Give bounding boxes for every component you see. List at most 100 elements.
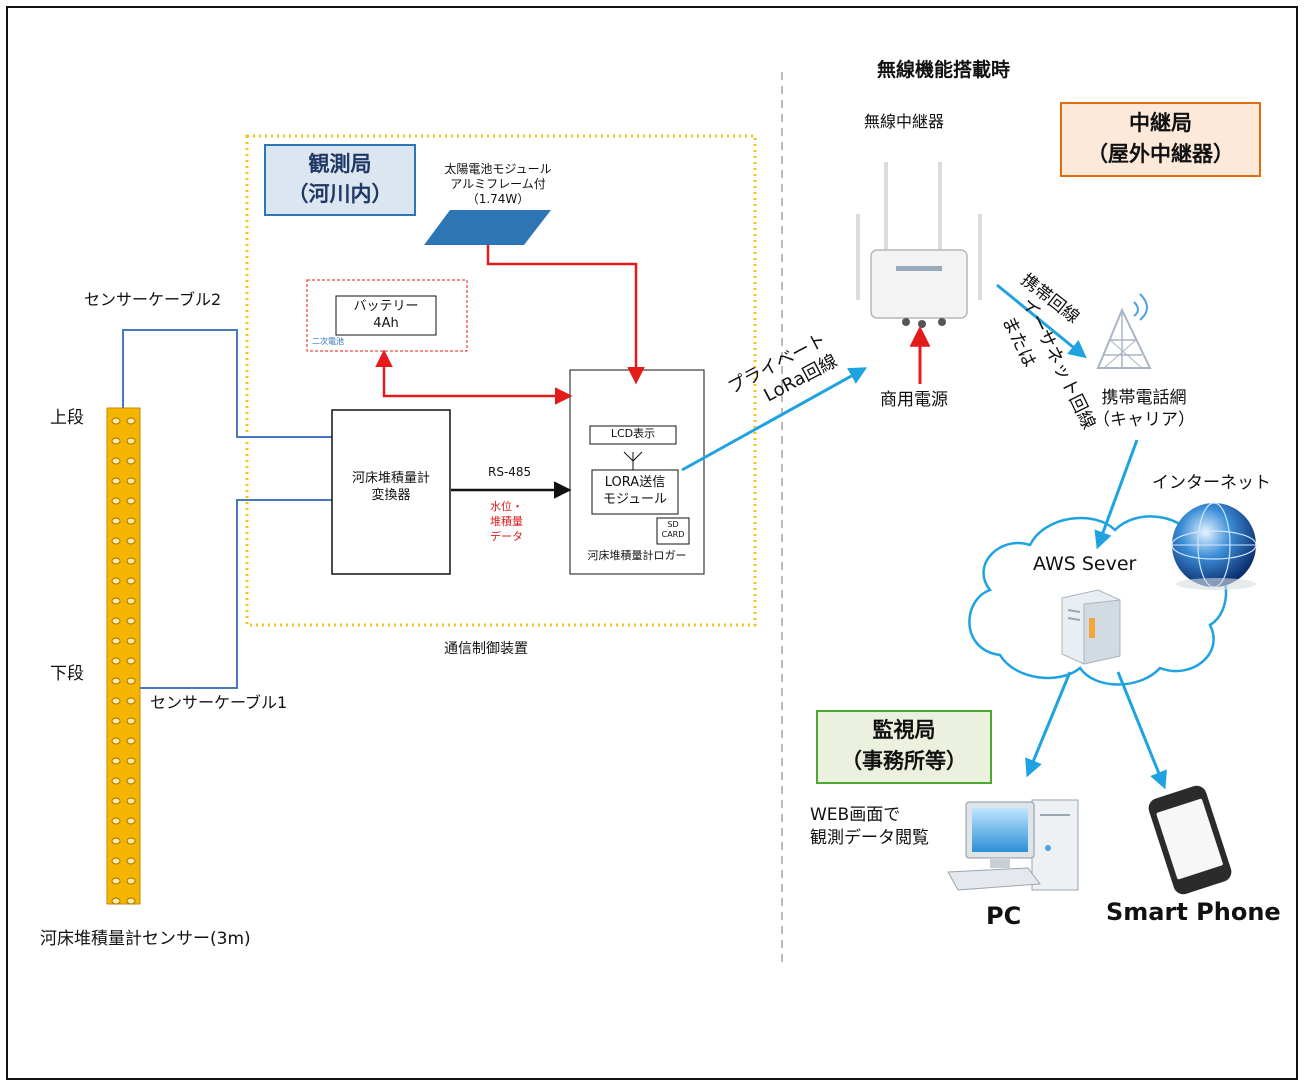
battery-line1: バッテリー [353, 299, 419, 314]
sensor-hole [126, 617, 136, 625]
battery-power-arrow [375, 349, 573, 405]
sensor-hole [111, 557, 121, 565]
sensor-cable-2-label: センサーケーブル2 [84, 290, 222, 309]
smartphone-label: Smart Phone [1106, 898, 1281, 926]
observation-station-label: 観測局 （河川内） [265, 149, 415, 209]
sensor-hole [111, 697, 121, 705]
sd-card-box [656, 517, 690, 545]
battery-line2: 4Ah [373, 316, 399, 331]
sensor-hole [126, 837, 136, 845]
sensor-hole [111, 597, 121, 605]
internet-label: インターネット [1152, 473, 1271, 493]
sensor-hole [126, 897, 136, 905]
battery-sub-label: 二次電池 [312, 337, 344, 346]
server-icon [1061, 589, 1121, 665]
solar-panel-icon [424, 210, 551, 245]
sensor-hole [111, 437, 121, 445]
comm-device-enclosure [245, 134, 757, 627]
relay-station-label: 中継局 （屋外中継器） [1061, 108, 1260, 170]
sensor-hole [111, 877, 121, 885]
sensor-hole [126, 457, 136, 465]
converter-line2: 変換器 [371, 488, 411, 503]
sensor-hole [126, 597, 136, 605]
outer-frame [6, 6, 1298, 1080]
lora-module-label: LORA送信 モジュール [592, 474, 678, 508]
sd-card-line1: SD [667, 520, 679, 529]
mobile-network-line2: （キャリア） [1093, 410, 1195, 430]
wireless-header: 無線機能搭載時 [877, 59, 1011, 81]
solar-module-line1: 太陽電池モジュール [444, 162, 552, 176]
logger-name-label: 河床堆積量計ロガー [587, 549, 687, 562]
pc-label: PC [986, 902, 1022, 930]
sensor-hole [111, 737, 121, 745]
sensor-hole [126, 497, 136, 505]
lower-label: 下段 [50, 664, 84, 684]
monitoring-station-line2: （事務所等） [841, 749, 967, 773]
cloud-to-pc-arrow [1025, 671, 1072, 778]
web-view-label: WEB画面で 観測データ閲覧 [810, 804, 929, 850]
wireless-relay-icon [856, 162, 982, 328]
wireless-relay-label: 無線中継器 [864, 112, 945, 131]
solar-module-label: 太陽電池モジュール アルミフレーム付 （1.74W） [430, 162, 566, 207]
sensor-hole [126, 777, 136, 785]
sensor-hole [126, 677, 136, 685]
data-note-label: 水位・ 堆積量 データ [490, 499, 523, 544]
sensor-hole [126, 877, 136, 885]
sensor-hole [126, 757, 136, 765]
sd-card-label: SD CARD [657, 520, 689, 540]
aws-label: AWS Sever [1033, 553, 1137, 575]
sensor-hole [126, 517, 136, 525]
commercial-power-label: 商用電源 [880, 390, 948, 410]
sensor-hole [111, 857, 121, 865]
solar-module-line2: アルミフレーム付 [450, 177, 546, 191]
monitoring-station-box [816, 710, 992, 784]
sensor-hole [126, 577, 136, 585]
cloud-to-phone-arrow [1116, 671, 1167, 790]
observation-station-line2: （河川内） [287, 182, 393, 206]
sensor-hole [111, 617, 121, 625]
sensor-hole [111, 657, 121, 665]
sensor-hole [111, 517, 121, 525]
lora-module-line1: LORA送信 [604, 475, 666, 490]
solar-power-arrow [486, 245, 645, 385]
monitoring-station-label: 監視局 （事務所等） [817, 715, 991, 777]
observation-station-line1: 観測局 [308, 152, 372, 176]
sensor-cable-1-label: センサーケーブル1 [150, 693, 288, 712]
relay-station-line1: 中継局 [1129, 111, 1192, 135]
sensor-cable-2-line [122, 329, 332, 438]
relay-station-line2: （屋外中継器） [1087, 142, 1234, 166]
sensor-hole [111, 837, 121, 845]
relay-station-box [1060, 102, 1261, 177]
mobile-network-label: 携帯電話網 （キャリア） [1084, 387, 1204, 431]
data-note-line2: 堆積量 [490, 515, 523, 528]
cell-tower-icon [1096, 293, 1152, 369]
sensor-hole [126, 637, 136, 645]
lora-module-box [591, 469, 679, 515]
sensor-hole [111, 677, 121, 685]
sensor-hole [126, 477, 136, 485]
sensor-hole [111, 577, 121, 585]
rs485-label: RS-485 [488, 465, 532, 479]
lcd-box [589, 425, 677, 445]
sensor-hole [126, 737, 136, 745]
pc-icon [947, 799, 1079, 891]
sensor-name-label: 河床堆積量計センサー(3m) [40, 929, 251, 949]
sensor-hole [126, 557, 136, 565]
sensor-hole [111, 757, 121, 765]
sensor-hole [126, 717, 136, 725]
sensor-hole [126, 437, 136, 445]
lcd-label: LCD表示 [610, 427, 656, 440]
monitoring-station-line1: 監視局 [872, 718, 936, 742]
sensor-hole [126, 697, 136, 705]
internet-globe-icon [1171, 502, 1257, 590]
battery-box [335, 295, 437, 336]
comm-device-label: 通信制御装置 [444, 641, 528, 657]
sensor-hole [126, 797, 136, 805]
sensor-cable-1-line [140, 499, 332, 689]
lora-arrow [681, 367, 868, 472]
converter-label: 河床堆積量計 変換器 [332, 470, 450, 504]
sensor-hole [111, 797, 121, 805]
mobile-line-arrow [996, 283, 1087, 359]
